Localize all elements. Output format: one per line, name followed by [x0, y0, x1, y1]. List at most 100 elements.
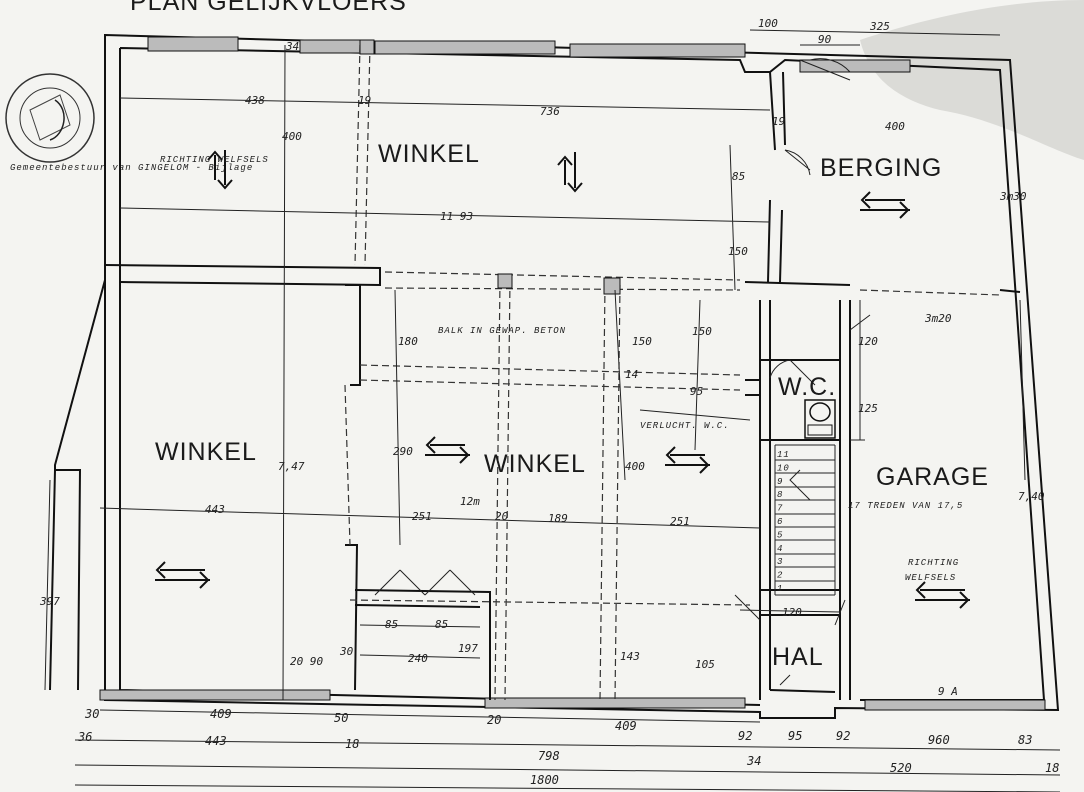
dim-label-bottom: 409	[210, 707, 232, 721]
dim-label: 180	[398, 335, 418, 348]
toilet-icon	[804, 399, 836, 439]
dim-label-bottom: 92	[738, 729, 752, 743]
dim-label: 19	[772, 115, 785, 128]
stair-step-number: 4	[777, 544, 783, 554]
dim-label-bottom: 30	[84, 707, 99, 721]
room-label-winkel-top: WINKEL	[378, 140, 480, 168]
note-treden: 17 TREDEN VAN 17,5	[848, 501, 963, 511]
window-bottom-2	[484, 697, 746, 709]
window-bottom-3	[864, 699, 1046, 711]
dim-label: 400	[885, 120, 905, 133]
room-label-winkel-mid: WINKEL	[484, 450, 586, 478]
note-richting-top: RICHTING WELFSELS	[160, 155, 269, 165]
room-label-hal: HAL	[772, 643, 824, 671]
dim-label: 30	[339, 645, 354, 658]
dim-label-bottom: 18	[345, 737, 359, 751]
window-top-4	[569, 43, 746, 58]
stair-step-number: 5	[777, 530, 783, 540]
dim-label: 11 93	[440, 210, 473, 223]
room-label-garage: GARAGE	[876, 463, 989, 491]
dim-label: 251	[412, 510, 432, 523]
dim-label: 150	[728, 245, 748, 258]
stair-step-number: 10	[777, 463, 790, 473]
dim-label: 125	[858, 402, 878, 415]
dim-label-bottom: 92	[836, 729, 850, 743]
dim-label: 3m30	[999, 190, 1027, 203]
door-swing-top	[799, 58, 851, 81]
note-richting-garage-1: RICHTING	[908, 558, 959, 568]
dim-label-bottom: 409	[615, 719, 637, 733]
dim-label: 105	[695, 658, 715, 671]
dim-label: 325	[869, 20, 890, 33]
paper-shadow	[860, 0, 1084, 160]
dim-label: 100	[758, 17, 778, 30]
dim-label-bottom: 20	[487, 713, 501, 727]
dim-label: 290	[393, 445, 413, 458]
door-swing-garage	[849, 314, 871, 441]
dim-label-bottom: 34	[746, 754, 761, 768]
dim-label-bottom: 83	[1018, 733, 1032, 747]
window-berging	[799, 59, 911, 73]
dim-label: 197	[458, 642, 478, 655]
wall-winkel-left	[345, 284, 361, 691]
dimension-lines	[44, 29, 1061, 792]
dim-label: 85	[732, 170, 745, 183]
plan-title: PLAN GELIJKVLOERS	[130, 0, 407, 16]
dim-label: 20 90	[290, 655, 323, 668]
dim-label-bottom: 1800	[530, 773, 559, 787]
column-2	[603, 277, 621, 295]
wall-wc	[745, 300, 851, 700]
slab-direction-arrows	[155, 150, 970, 609]
dim-label: 189	[548, 512, 568, 525]
dim-label: 438	[245, 94, 265, 107]
dim-label-bottom: 18	[1045, 761, 1059, 775]
stair-step-number: 9	[777, 477, 783, 487]
dim-label: 150	[632, 335, 652, 348]
wall-hal-door	[769, 689, 836, 693]
door-swing-wc	[769, 359, 816, 386]
dim-label: 240	[408, 652, 428, 665]
dim-label: 95	[690, 385, 703, 398]
dim-label: 7,47	[278, 460, 305, 473]
beam-dashed	[344, 44, 1001, 701]
left-bay	[49, 279, 106, 691]
dim-label: 9 A	[938, 685, 958, 698]
window-top-1	[147, 36, 239, 52]
dim-label: 14	[625, 368, 638, 381]
dim-label-bottom: 443	[205, 734, 227, 748]
stair-step-number: 1	[777, 584, 783, 594]
window-top-3	[374, 40, 556, 55]
column-3	[359, 39, 375, 55]
stair-step-number: 11	[777, 450, 790, 460]
dim-label: 443	[205, 503, 225, 516]
dim-label-bottom: 960	[928, 733, 950, 747]
dim-label: 251	[670, 515, 690, 528]
dim-label-bottom: 36	[77, 730, 92, 744]
stair-step-number: 6	[777, 517, 783, 527]
dim-label-bottom: 50	[334, 711, 348, 725]
dim-label: 90	[818, 33, 832, 46]
stair-step-number: 3	[777, 557, 783, 567]
dim-label-bottom: 798	[538, 749, 560, 763]
dim-label: 120	[782, 606, 802, 619]
outer-wall	[104, 33, 1060, 719]
staircase	[774, 444, 836, 596]
stamp-text: Gemeentebestuur van GINGELOM - Bijlage	[10, 163, 253, 173]
dim-label: 400	[282, 130, 302, 143]
dim-label: 736	[540, 105, 560, 118]
dim-label: 397	[39, 595, 60, 608]
dim-label: 3m20	[924, 312, 952, 325]
door-swing-berging	[784, 149, 811, 176]
note-balk: BALK IN GEWAP. BETON	[438, 326, 566, 336]
dim-label: 120	[858, 335, 878, 348]
room-label-wc: W.C.	[778, 373, 836, 401]
dim-label-bottom: 95	[788, 729, 802, 743]
wall-berging-left	[767, 71, 786, 283]
door-swing-bottom	[374, 569, 476, 596]
dim-label: 19	[358, 94, 371, 107]
dim-label: 85	[385, 618, 398, 631]
column-1	[497, 273, 513, 289]
stair-step-number: 7	[777, 504, 783, 514]
municipal-stamp: Gemeentebestuur van GINGELOM - Bijlage	[5, 73, 253, 173]
